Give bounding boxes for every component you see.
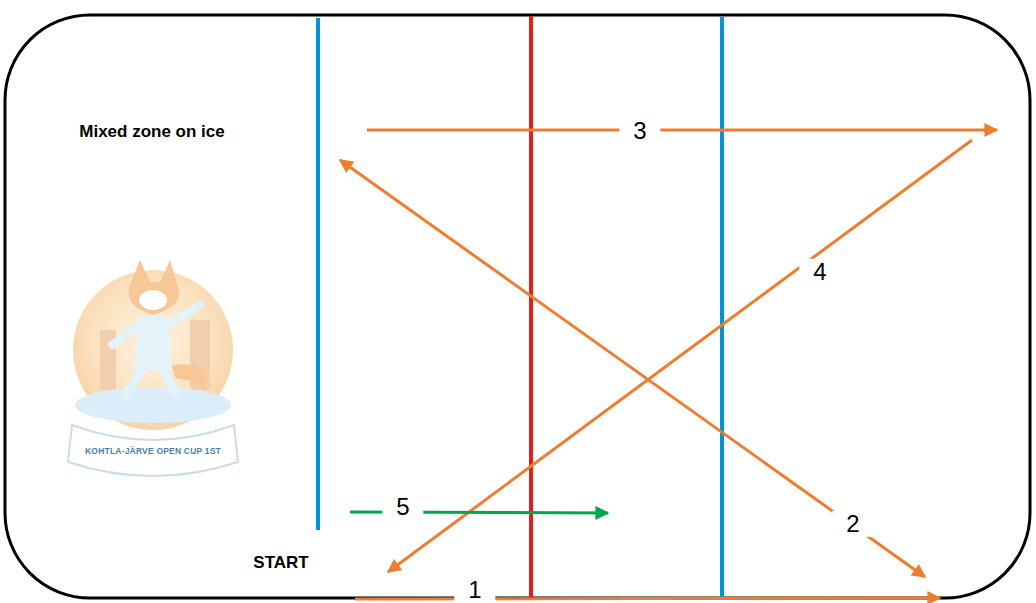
callout-number: 3 <box>619 118 660 144</box>
logo-text: KOHTLA-JÄRVE OPEN CUP 1ST <box>85 446 221 456</box>
callout-number: 1 <box>454 577 495 603</box>
logo-watermark <box>68 260 238 476</box>
zone-label: Mixed zone on ice <box>79 122 224 142</box>
route-arrow <box>367 129 997 132</box>
callout-number: 4 <box>799 259 840 285</box>
callout-number: 2 <box>832 511 873 537</box>
start-label: START <box>253 553 308 573</box>
rink-boards <box>5 15 1030 598</box>
route-arrow <box>340 160 925 577</box>
red-line <box>529 16 533 597</box>
blue-line <box>316 18 320 530</box>
route-arrow <box>388 140 972 572</box>
callout-number: 5 <box>382 494 423 520</box>
blue-line <box>720 17 724 597</box>
route-arrow <box>355 598 940 599</box>
